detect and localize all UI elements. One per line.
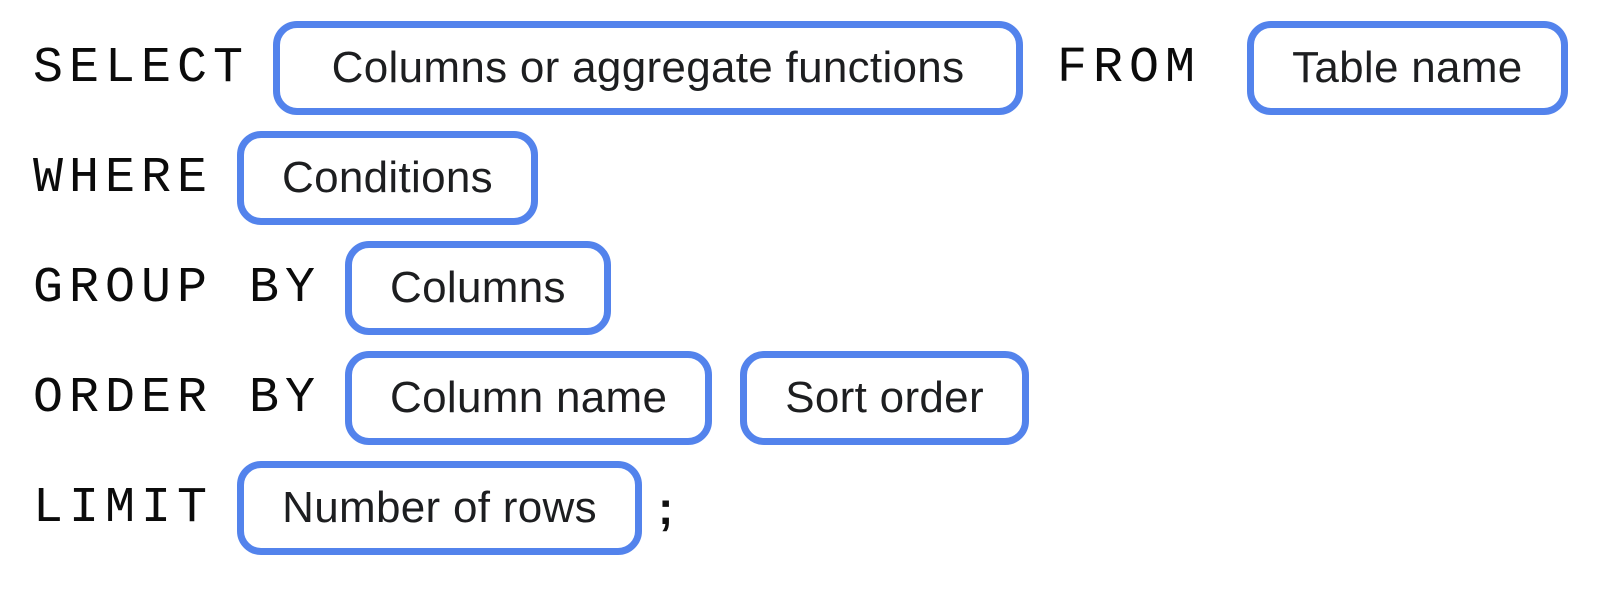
placeholder-pill-columns-or-aggregate-functions: Columns or aggregate functions bbox=[273, 21, 1024, 115]
placeholder-pill-table-name: Table name bbox=[1247, 21, 1568, 115]
statement-terminator-semicolon: ; bbox=[658, 482, 674, 534]
placeholder-pill-columns: Columns bbox=[345, 241, 611, 335]
sql-keyword-group-by: GROUP BY bbox=[33, 259, 322, 317]
sql-row-select-from: SELECT Columns or aggregate functions FR… bbox=[33, 21, 1600, 115]
sql-keyword-limit: LIMIT bbox=[33, 479, 214, 537]
sql-row-order-by: ORDER BY Column name Sort order bbox=[33, 351, 1600, 445]
sql-row-where: WHERE Conditions bbox=[33, 131, 1600, 225]
placeholder-pill-number-of-rows: Number of rows bbox=[237, 461, 643, 555]
sql-row-group-by: GROUP BY Columns bbox=[33, 241, 1600, 335]
sql-keyword-where: WHERE bbox=[33, 149, 214, 207]
sql-keyword-order-by: ORDER BY bbox=[33, 369, 322, 427]
placeholder-pill-column-name: Column name bbox=[345, 351, 713, 445]
sql-row-limit: LIMIT Number of rows ; bbox=[33, 461, 1600, 555]
sql-keyword-select: SELECT bbox=[33, 39, 250, 97]
placeholder-pill-conditions: Conditions bbox=[237, 131, 538, 225]
sql-keyword-from: FROM bbox=[1057, 39, 1202, 97]
placeholder-pill-sort-order: Sort order bbox=[740, 351, 1029, 445]
